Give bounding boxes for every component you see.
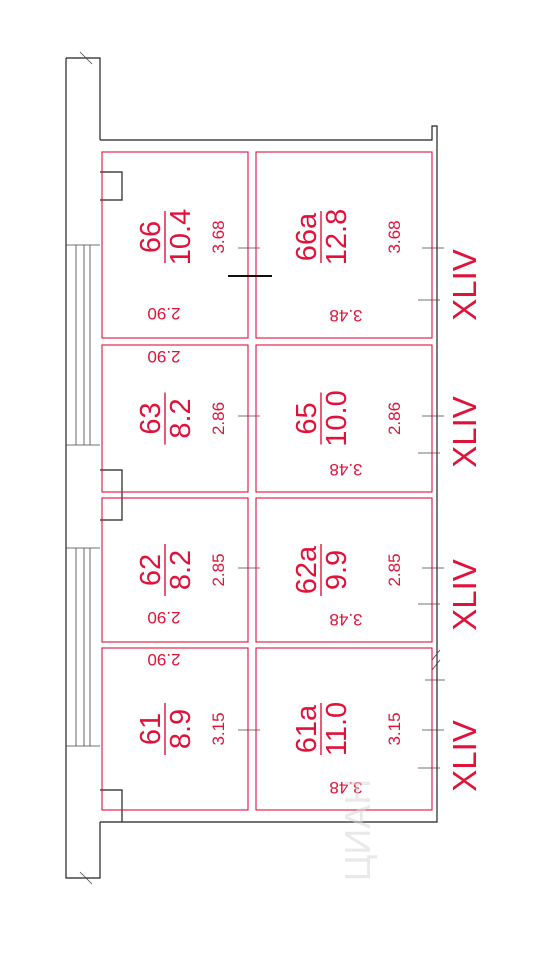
room-area: 8.2 [165,398,197,438]
room-height: 3.68 [209,220,228,253]
watermark: ЦИАН [337,779,378,882]
room-height: 3.15 [385,712,404,745]
room-depth: 3.48 [329,778,362,797]
window-top [66,244,100,446]
reference-ticks [228,275,445,769]
room-depth: 2.90 [147,304,180,323]
room-height: 3.15 [209,712,228,745]
section-mark: XLIV [446,720,483,792]
room-area: 10.0 [321,390,353,446]
room-area: 8.2 [165,550,197,590]
room-number: 65 [291,402,323,434]
room-height: 2.85 [209,553,228,586]
room-label-61: 618.9 [135,703,197,755]
room-height: 2.86 [385,402,404,435]
room-number: 62a [291,545,323,594]
room-depth: 3.48 [329,610,362,629]
room-area: 9.9 [321,550,353,590]
room-number: 62 [135,554,167,586]
room-area: 11.0 [321,702,353,756]
room-height: 3.68 [385,220,404,253]
room-65 [255,344,433,493]
room-area: 8.9 [165,709,197,749]
room-label-62: 628.2 [135,544,197,596]
room-66a [255,151,433,339]
room-61 [101,647,249,811]
room-height: 2.86 [209,402,228,435]
room-61a [255,647,433,811]
room-area: 12.8 [321,209,353,265]
room-depth: 3.48 [329,460,362,479]
room-height: 2.85 [385,553,404,586]
section-mark: XLIV [446,559,483,631]
room-depth: 2.90 [147,650,180,669]
exterior-wall [65,51,438,885]
room-number: 66 [135,221,167,253]
room-66 [101,151,249,339]
room-area: 10.4 [165,209,197,265]
room-depth: 2.90 [147,347,180,366]
room-number: 66a [291,212,323,261]
room-number: 63 [135,402,167,434]
room-number: 61 [135,713,167,745]
section-marks: XLIV XLIV XLIV XLIV [446,249,483,792]
window-bottom [66,547,100,747]
room-63 [101,344,249,493]
room-62a [255,497,433,643]
room-depth: 3.48 [329,306,362,325]
section-mark: XLIV [446,249,483,321]
room-depth: 2.90 [147,608,180,627]
room-number: 61a [291,704,323,753]
section-mark: XLIV [446,396,483,468]
room-62 [101,497,249,643]
room-cells [101,151,444,811]
room-label-63: 638.2 [135,392,197,445]
